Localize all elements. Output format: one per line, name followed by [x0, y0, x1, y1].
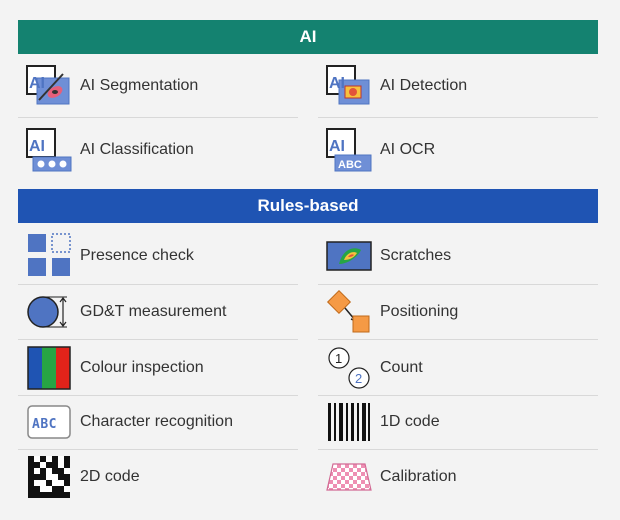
svg-text:AI: AI — [29, 138, 45, 155]
gdt-measurement-label: GD&T measurement — [80, 303, 227, 320]
svg-text:AI: AI — [329, 138, 345, 155]
ai-segmentation-item[interactable]: AI AI Segmentation — [24, 61, 304, 111]
ai-segmentation-icon: AI — [24, 61, 74, 111]
positioning-icon — [324, 287, 374, 337]
svg-text:ABC: ABC — [32, 417, 57, 432]
character-recognition-icon: ABC — [24, 397, 74, 447]
calibration-label: Calibration — [380, 468, 457, 485]
presence-check-icon — [24, 231, 74, 281]
ai-ocr-label: AI OCR — [380, 141, 436, 158]
row-divider — [18, 339, 298, 340]
rules-section-title: Rules-based — [257, 196, 359, 215]
presence-check-item[interactable]: Presence check — [24, 231, 304, 281]
count-label: Count — [380, 359, 423, 376]
2d-code-icon — [24, 452, 74, 502]
row-divider — [18, 117, 298, 118]
svg-text:ABC: ABC — [338, 159, 362, 171]
row-divider — [318, 339, 598, 340]
svg-text:AI: AI — [29, 75, 45, 92]
1d-code-item[interactable]: 1D code — [324, 397, 604, 447]
row-divider — [318, 449, 598, 450]
svg-text:AI: AI — [329, 75, 345, 92]
row-divider — [18, 449, 298, 450]
svg-text:2: 2 — [355, 371, 362, 386]
2d-code-label: 2D code — [80, 468, 140, 485]
2d-code-item[interactable]: 2D code — [24, 452, 304, 502]
colour-inspection-item[interactable]: Colour inspection — [24, 343, 304, 393]
scratches-icon — [324, 231, 374, 281]
calibration-item[interactable]: Calibration — [324, 452, 604, 502]
ai-ocr-icon: AI ABC — [324, 125, 374, 175]
rules-section-header: Rules-based — [18, 189, 598, 223]
calibration-icon — [324, 452, 374, 502]
row-divider — [18, 395, 298, 396]
colour-inspection-icon — [24, 343, 74, 393]
scratches-label: Scratches — [380, 247, 452, 264]
positioning-label: Positioning — [380, 303, 459, 320]
1d-code-icon — [324, 397, 374, 447]
scratches-item[interactable]: Scratches — [324, 231, 604, 281]
ai-ocr-item[interactable]: AI ABC AI OCR — [324, 125, 604, 175]
ai-section-title: AI — [299, 27, 317, 46]
ai-detection-item[interactable]: AI AI Detection — [324, 61, 604, 111]
ai-section-header: AI — [18, 20, 598, 54]
gdt-measurement-item[interactable]: GD&T measurement — [24, 287, 304, 337]
ai-classification-item[interactable]: AI AI Classification — [24, 125, 304, 175]
count-item[interactable]: 1 2 Count — [324, 343, 604, 393]
colour-inspection-label: Colour inspection — [80, 359, 204, 376]
ai-detection-label: AI Detection — [380, 77, 468, 94]
row-divider — [318, 117, 598, 118]
row-divider — [318, 395, 598, 396]
ai-classification-label: AI Classification — [80, 141, 194, 158]
ai-segmentation-label: AI Segmentation — [80, 77, 199, 94]
character-recognition-item[interactable]: ABC Character recognition — [24, 397, 304, 447]
row-divider — [318, 284, 598, 285]
positioning-item[interactable]: Positioning — [324, 287, 604, 337]
gdt-measurement-icon — [24, 287, 74, 337]
svg-text:1: 1 — [335, 351, 342, 366]
presence-check-label: Presence check — [80, 247, 194, 264]
row-divider — [18, 284, 298, 285]
character-recognition-label: Character recognition — [80, 413, 233, 430]
count-icon: 1 2 — [324, 343, 374, 393]
ai-detection-icon: AI — [324, 61, 374, 111]
1d-code-label: 1D code — [380, 413, 440, 430]
ai-classification-icon: AI — [24, 125, 74, 175]
